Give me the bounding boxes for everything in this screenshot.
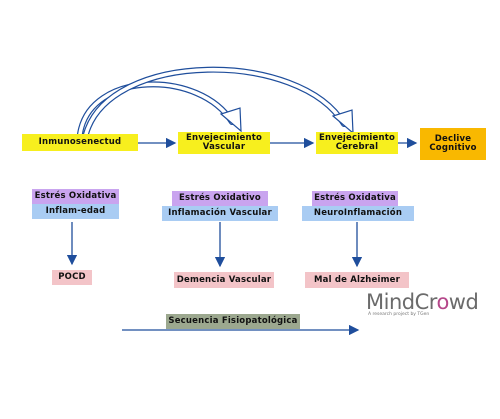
node-estres-oxidativa-1: Estrés Oxidativa bbox=[32, 189, 119, 204]
node-inflam-edad: Inflam-edad bbox=[32, 204, 119, 219]
node-estres-oxidativa-3: Estrés Oxidativa bbox=[312, 191, 398, 206]
node-neuroinflamacion: NeuroInflamación bbox=[302, 206, 414, 221]
logo-tagline: A research project by TGen bbox=[368, 312, 430, 317]
label-secuencia-fisiopatologica: Secuencia Fisiopatológica bbox=[166, 314, 300, 329]
node-envejecimiento-vascular: Envejecimiento Vascular bbox=[178, 132, 270, 154]
node-declive-cognitivo: Declive Cognitivo bbox=[420, 128, 486, 160]
node-demencia-vascular: Demencia Vascular bbox=[174, 272, 274, 288]
node-envejecimiento-cerebral: Envejecimiento Cerebral bbox=[316, 132, 398, 154]
mindcrowd-logo: MindCrowd A research project by TGen bbox=[366, 290, 479, 317]
node-estres-oxidativo-2: Estrés Oxidativo bbox=[172, 191, 268, 206]
node-mal-de-alzheimer: Mal de Alzheimer bbox=[305, 272, 409, 288]
node-inmunosenectud: Inmunosenectud bbox=[22, 134, 138, 151]
node-pocd: POCD bbox=[52, 270, 92, 285]
node-inflamacion-vascular: Inflamación Vascular bbox=[162, 206, 278, 221]
logo-wordmark: MindCrowd bbox=[366, 290, 479, 314]
